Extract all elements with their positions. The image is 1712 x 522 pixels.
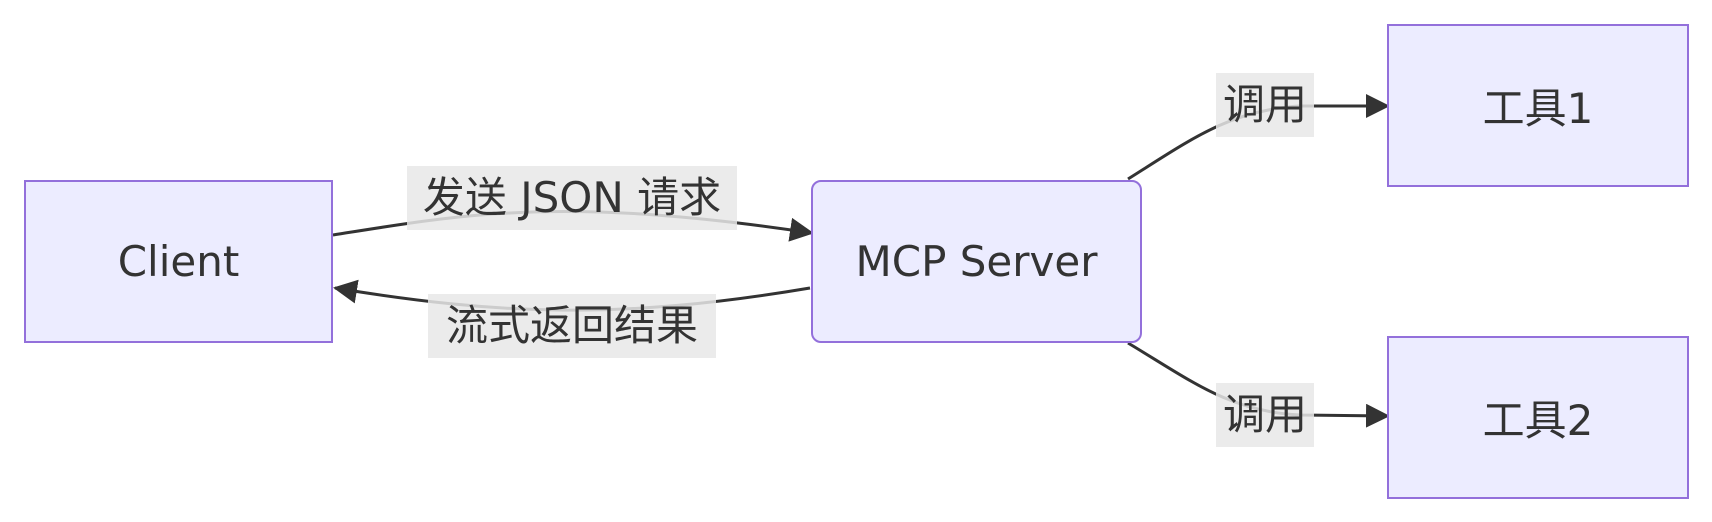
node-client-label: Client [117, 237, 240, 286]
node-tool1: 工具1 [1387, 24, 1689, 187]
edge-label-call-tool2: 调用 [1216, 383, 1314, 447]
edge-label-send: 发送 JSON 请求 [407, 166, 737, 230]
edge-label-stream: 流式返回结果 [428, 294, 716, 358]
node-mcp-server: MCP Server [811, 180, 1142, 343]
node-tool2: 工具2 [1387, 336, 1689, 499]
node-tool1-label: 工具1 [1482, 84, 1594, 133]
node-mcp-server-label: MCP Server [855, 237, 1098, 286]
edge-label-call-tool1: 调用 [1216, 73, 1314, 137]
node-tool2-label: 工具2 [1482, 396, 1594, 445]
node-client: Client [24, 180, 333, 343]
